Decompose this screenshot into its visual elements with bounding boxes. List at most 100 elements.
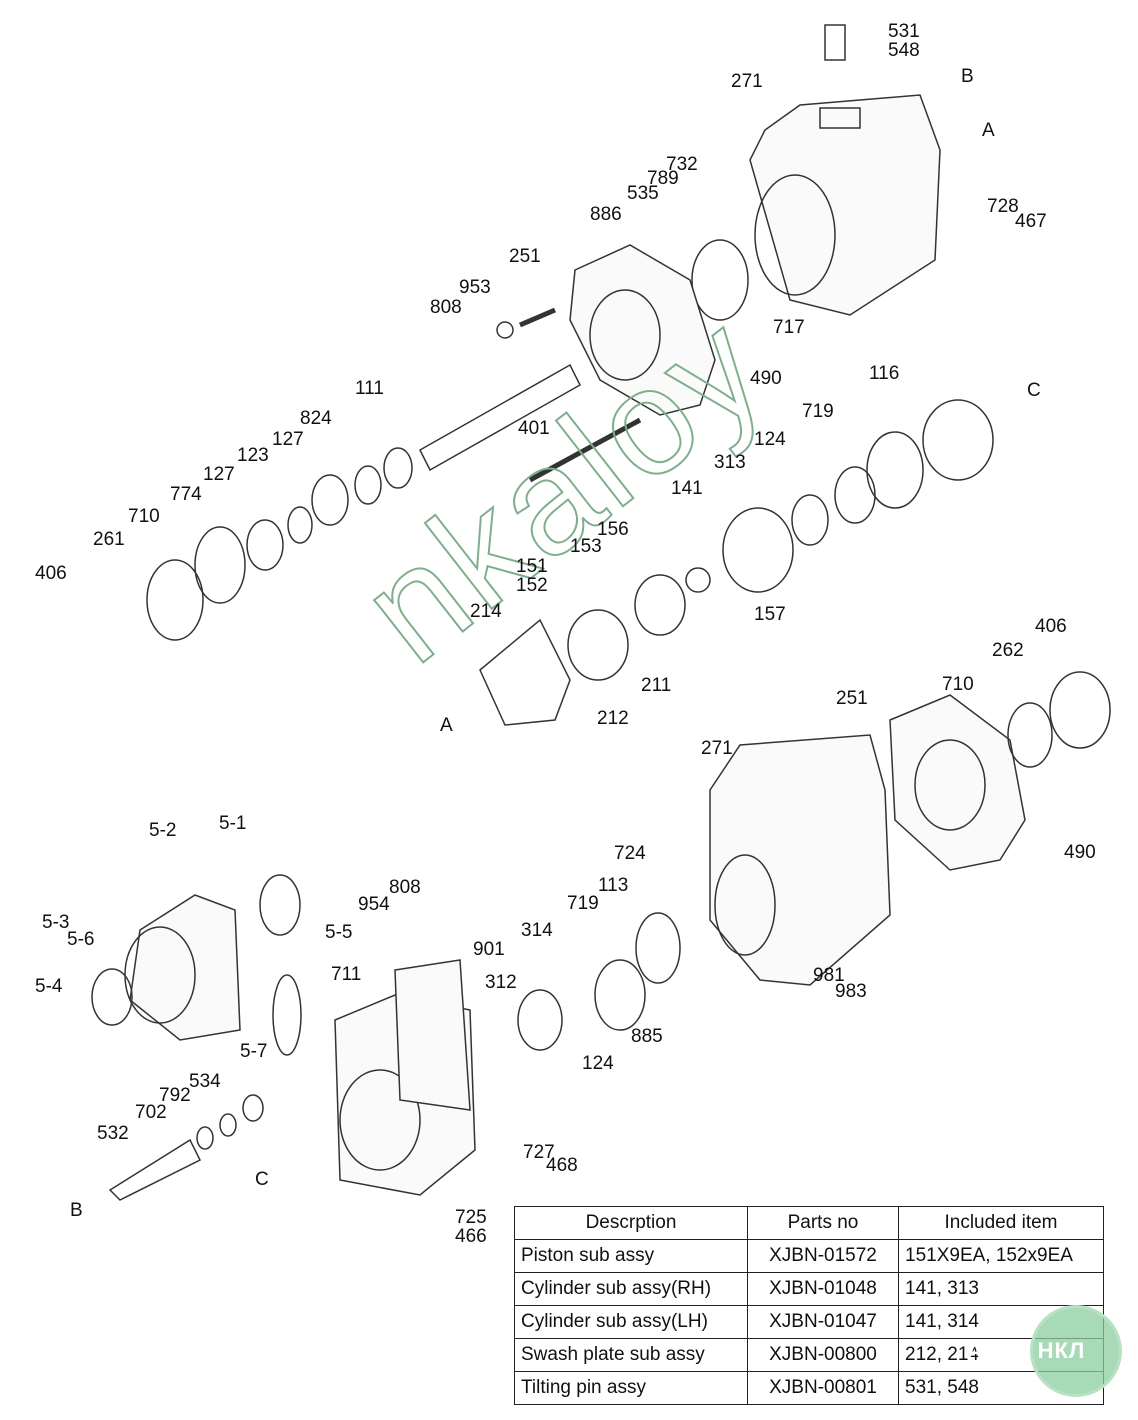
callout-710: 710 [128,506,160,527]
callout-789: 789 [647,168,679,189]
callout-251: 251 [509,246,541,267]
callout-5-3: 5-3 [42,912,70,933]
callout-5-4: 5-4 [35,976,63,997]
callout-111: 111 [355,378,384,399]
cell-description: Swash plate sub assy [514,1338,748,1372]
cell-included-item: 141, 313 [898,1272,1104,1306]
callout-406: 406 [35,563,67,584]
callout-724: 724 [614,843,646,864]
callout-466: 466 [455,1226,487,1247]
callout-532: 532 [97,1123,129,1144]
callout-127: 127 [272,429,304,450]
callout-808: 808 [389,877,421,898]
callout-468: 468 [546,1155,578,1176]
callout-152: 152 [516,575,548,596]
cell-description: Cylinder sub assy(RH) [514,1272,748,1306]
callout-211: 211 [641,675,672,696]
callout-156: 156 [597,519,629,540]
cell-parts-no: XJBN-01048 [747,1272,899,1306]
callout-467: 467 [1015,211,1047,232]
callout-981: 981 [813,965,845,986]
callout-885: 885 [631,1026,663,1047]
callout-271: 271 [731,71,763,92]
callout-727: 727 [523,1142,555,1163]
callout-5-2: 5-2 [149,820,177,841]
table-header-row: Descrption Parts no Included item [514,1206,1104,1240]
header-included-item: Included item [898,1206,1104,1240]
callout-C: C [1027,380,1041,401]
logo-text: АГРО НКЛ [966,1338,1086,1363]
callout-548: 548 [888,40,920,61]
callout-124: 124 [754,429,786,450]
callout-262: 262 [992,640,1024,661]
callout-886: 886 [590,204,622,225]
agro-logo: АГРО НКЛ [967,1305,1122,1397]
callout-719: 719 [802,401,834,422]
cell-description: Piston sub assy [514,1239,748,1273]
callout-531: 531 [888,21,920,42]
callout-5-6: 5-6 [67,929,95,950]
callout-113: 113 [598,875,629,896]
callout-711: 711 [331,964,362,985]
callout-124: 124 [582,1053,614,1074]
callout-5-7: 5-7 [240,1041,268,1062]
callout-251: 251 [836,688,868,709]
cell-parts-no: XJBN-00800 [747,1338,899,1372]
callout-824: 824 [300,408,332,429]
callout-127: 127 [203,464,235,485]
callout-534: 534 [189,1071,221,1092]
cell-description: Cylinder sub assy(LH) [514,1305,748,1339]
callout-157: 157 [754,604,786,625]
callout-401: 401 [518,418,550,439]
callout-314: 314 [521,920,553,941]
callout-312: 312 [485,972,517,993]
callout-B: B [70,1200,83,1221]
callout-A: A [440,715,453,736]
callout-728: 728 [987,196,1019,217]
callout-901: 901 [473,939,505,960]
lower-pump-assembly [91,671,1111,1201]
callout-983: 983 [835,981,867,1002]
callout-261: 261 [93,529,125,550]
callout-953: 953 [459,277,491,298]
callout-719: 719 [567,893,599,914]
cell-parts-no: XJBN-01047 [747,1305,899,1339]
upper-pump-assembly [146,24,994,726]
callout-732: 732 [666,154,698,175]
callout-808: 808 [430,297,462,318]
callout-5-1: 5-1 [219,813,247,834]
cell-included-item: 151X9EA, 152x9EA [898,1239,1104,1273]
callout-702: 702 [135,1102,167,1123]
callout-A: A [982,120,995,141]
callout-406: 406 [1035,616,1067,637]
callout-123: 123 [237,445,269,466]
sub-assembly-table: Descrption Parts no Included item Piston… [514,1206,1104,1405]
callout-214: 214 [470,601,502,622]
callout-B: B [961,66,974,87]
callout-C: C [255,1169,269,1190]
callout-153: 153 [570,536,602,557]
header-parts-no: Parts no [747,1206,899,1240]
cell-parts-no: XJBN-01572 [747,1239,899,1273]
cell-parts-no: XJBN-00801 [747,1371,899,1405]
callout-954: 954 [358,894,390,915]
callout-792: 792 [159,1085,191,1106]
callout-271: 271 [701,738,733,759]
callout-490: 490 [750,368,782,389]
callout-151: 151 [516,556,548,577]
callout-710: 710 [942,674,974,695]
callout-490: 490 [1064,842,1096,863]
callout-5-5: 5-5 [325,922,353,943]
callout-717: 717 [773,317,805,338]
callout-535: 535 [627,183,659,204]
callout-141: 141 [671,478,703,499]
callout-116: 116 [869,363,900,384]
callout-313: 313 [714,452,746,473]
cell-description: Tilting pin assy [514,1371,748,1405]
